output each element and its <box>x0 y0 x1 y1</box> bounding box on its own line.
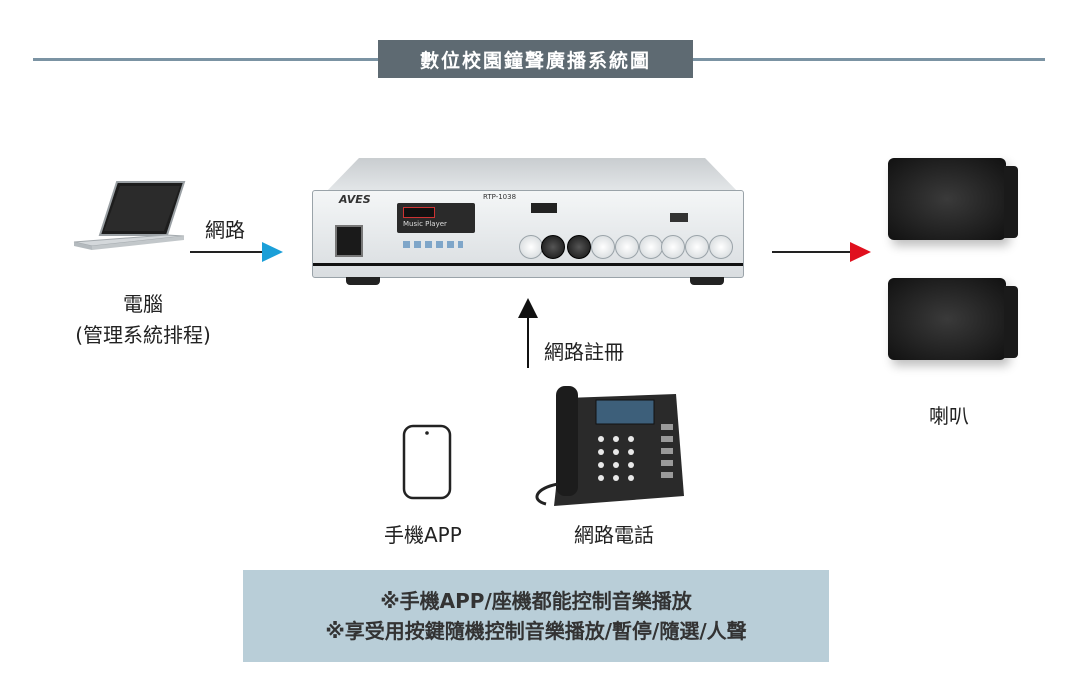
title-rule-right <box>693 58 1045 61</box>
amplifier-model: RTP-1038 <box>483 193 517 201</box>
amplifier-foot-left <box>346 277 380 285</box>
link-label-network: 網路 <box>205 218 245 242</box>
music-player-display <box>403 207 435 218</box>
amplifier-foot-right <box>690 277 724 285</box>
speaker-top <box>888 158 1006 240</box>
music-player-panel: Music Player <box>397 203 475 233</box>
speaker-bottom-side <box>1004 286 1018 358</box>
knob-3 <box>615 235 639 259</box>
laptop-icon <box>73 181 186 250</box>
speaker-bottom <box>888 278 1006 360</box>
power-switch <box>335 225 363 257</box>
arrow-amplifier-to-speakers <box>772 242 871 262</box>
arrow-register-up <box>518 298 538 368</box>
note-line-2: ※享受用按鍵隨機控制音樂播放/暫停/隨選/人聲 <box>325 619 747 643</box>
jack-2 <box>567 235 591 259</box>
computer-label: 電腦 (管理系統排程) <box>48 288 238 348</box>
arrow-laptop-to-amplifier <box>190 242 283 262</box>
knob-2 <box>591 235 615 259</box>
jack-1 <box>541 235 565 259</box>
music-player-label: Music Player <box>403 220 447 228</box>
ip-phone-icon <box>535 386 684 506</box>
amplifier-brand: AVES <box>339 193 371 206</box>
knob-4 <box>639 235 663 259</box>
speaker-label: 喇叭 <box>929 404 969 428</box>
knob-7 <box>709 235 733 259</box>
register-label: 網路註冊 <box>544 340 624 364</box>
led-meter <box>531 203 557 213</box>
note-line-1: ※手機APP/座機都能控制音樂播放 <box>380 589 692 613</box>
computer-label-line1: 電腦 <box>123 292 163 316</box>
phone-app-label: 手機APP <box>384 523 462 547</box>
amplifier-top-panel <box>326 158 738 192</box>
title-rule-left <box>33 58 378 61</box>
knob-5 <box>661 235 685 259</box>
front-trim <box>313 263 743 266</box>
smartphone-icon <box>402 424 452 500</box>
usb-port <box>670 213 688 222</box>
knob-1 <box>519 235 543 259</box>
knob-6 <box>685 235 709 259</box>
computer-label-line2: (管理系統排程) <box>75 323 211 347</box>
notes-box: ※手機APP/座機都能控制音樂播放 ※享受用按鍵隨機控制音樂播放/暫停/隨選/人… <box>243 570 829 662</box>
diagram-title: 數位校園鐘聲廣播系統圖 <box>378 40 693 78</box>
amplifier-device: AVES RTP-1038 Music Player <box>312 190 744 278</box>
button-row <box>403 241 463 248</box>
ip-phone-label: 網路電話 <box>574 523 654 547</box>
speaker-top-side <box>1004 166 1018 238</box>
